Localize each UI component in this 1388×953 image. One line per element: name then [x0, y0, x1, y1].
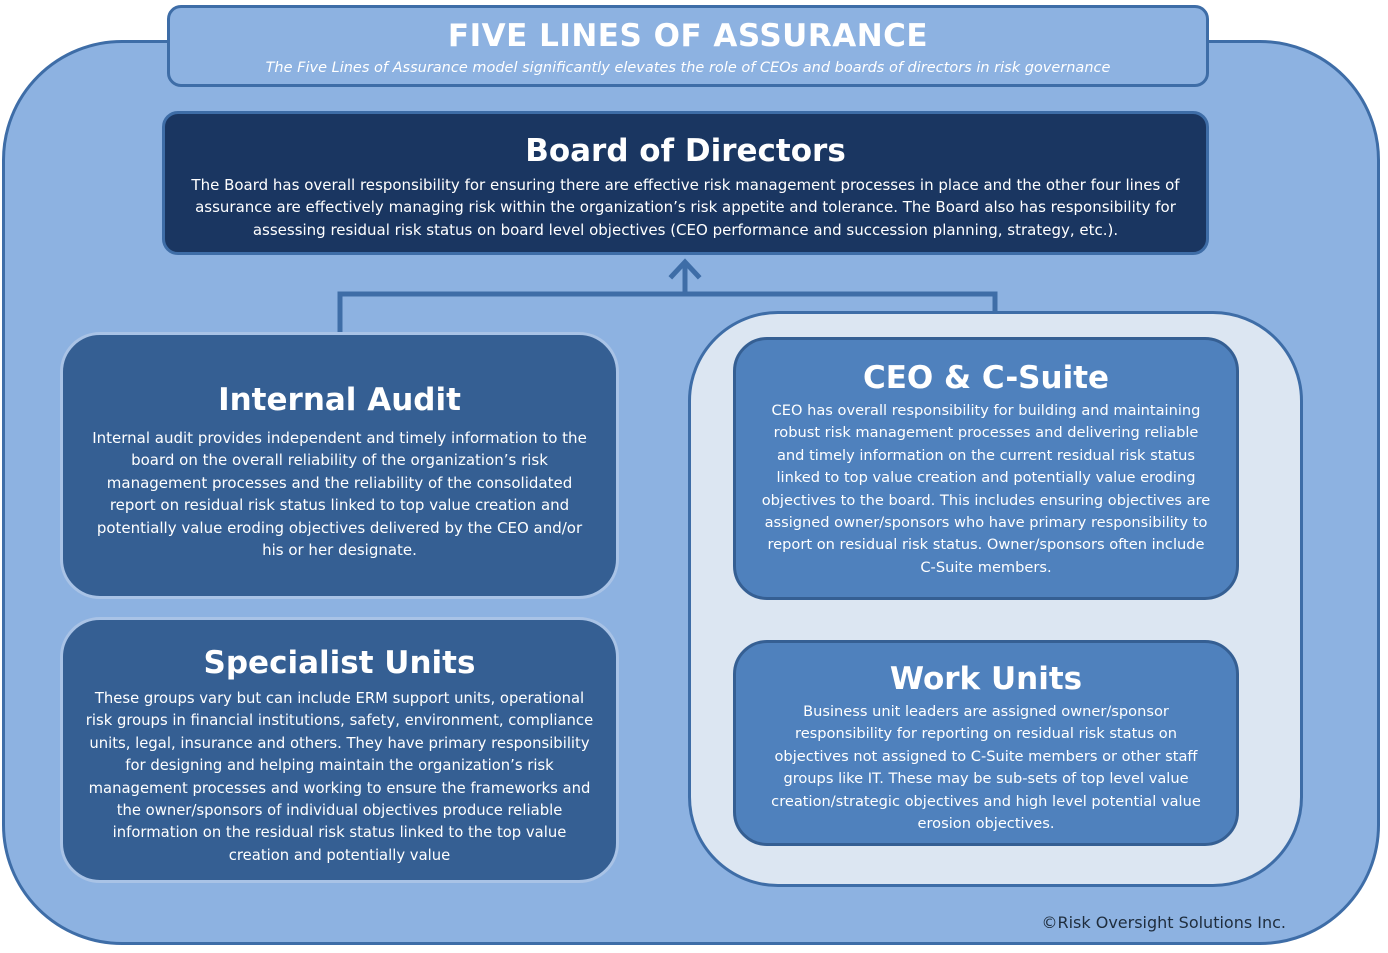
board-heading: Board of Directors — [525, 133, 846, 169]
ceo-text: CEO has overall responsibility for build… — [761, 402, 1211, 576]
copyright-notice: ©Risk Oversight Solutions Inc. — [1041, 913, 1286, 932]
title-banner: FIVE LINES OF ASSURANCE The Five Lines o… — [167, 5, 1209, 87]
ceo-heading: CEO & C-Suite — [862, 360, 1110, 396]
work-units-heading: Work Units — [889, 661, 1083, 697]
work-units-text: Business unit leaders are assigned owner… — [771, 703, 1201, 833]
specialist-units-heading: Specialist Units — [203, 645, 476, 681]
internal-audit-box: Internal Audit Internal audit provides i… — [60, 332, 619, 599]
specialist-units-box: Specialist Units These groups vary but c… — [60, 617, 619, 883]
ceo-csuite-box: CEO & C-Suite CEO has overall responsibi… — [733, 337, 1239, 600]
internal-audit-heading: Internal Audit — [218, 382, 461, 418]
internal-audit-text: Internal audit provides independent and … — [92, 429, 587, 560]
diagram-title: FIVE LINES OF ASSURANCE — [447, 18, 929, 54]
diagram-subtitle: The Five Lines of Assurance model signif… — [265, 60, 1111, 76]
work-units-box: Work Units Business unit leaders are ass… — [733, 640, 1239, 846]
board-of-directors-box: Board of Directors The Board has overall… — [162, 111, 1209, 255]
board-text: The Board has overall responsibility for… — [191, 176, 1180, 239]
specialist-units-text: These groups vary but can include ERM su… — [85, 690, 594, 864]
